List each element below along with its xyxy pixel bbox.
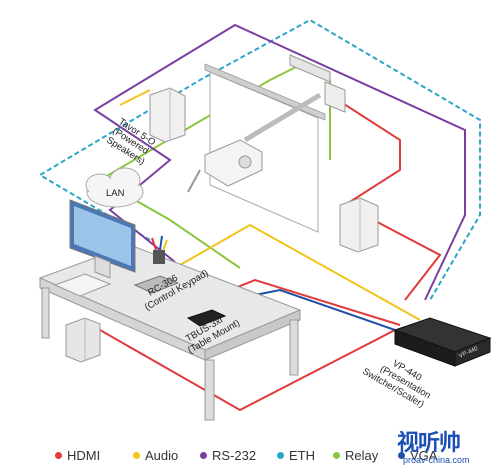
projector — [187, 54, 346, 193]
cable-legend: HDMI Audio RS-232 ETH Relay VGA — [0, 446, 500, 468]
legend-item-rs232: RS-232 — [200, 448, 256, 463]
tbus-table-mount — [186, 309, 227, 327]
legend-item-audio: Audio — [133, 448, 178, 463]
audio-cable-2 — [119, 89, 151, 106]
legend-label: VGA — [410, 448, 438, 463]
rs232-dot-icon — [200, 452, 207, 460]
pen-cup — [151, 235, 168, 264]
watermark-logo: 视听帅 — [397, 430, 461, 455]
legend-label: RS-232 — [212, 448, 257, 463]
speaker-left — [149, 87, 186, 143]
speaker-right — [339, 197, 379, 253]
eth-dot-icon — [277, 452, 284, 460]
relay-dot-icon — [333, 452, 340, 460]
watermark: 视听帅 proav-china.com — [397, 425, 497, 473]
legend-label: ETH — [289, 448, 315, 463]
legend-item-vga: VGA — [398, 448, 437, 463]
eth-cable — [38, 18, 481, 301]
audio-cable — [179, 223, 421, 321]
hdmi-cable — [329, 94, 442, 301]
label-vp440: VP-440 (Presentation Switcher/Scaler) — [360, 358, 432, 410]
keyboard — [53, 273, 112, 297]
legend-item-hdmi: HDMI — [55, 448, 100, 463]
rc306-keypad — [133, 275, 180, 294]
label-lan: LAN — [106, 188, 125, 199]
hdmi-cable-2 — [99, 329, 396, 412]
monitor — [69, 199, 136, 279]
vp440-switcher — [393, 317, 492, 367]
hdmi-dot-icon — [55, 452, 62, 460]
audio-dot-icon — [133, 452, 140, 460]
legend-item-relay: Relay — [333, 448, 378, 463]
pc-tower — [65, 317, 101, 363]
legend-label: Relay — [345, 448, 379, 463]
vga-dot-icon — [398, 452, 405, 460]
legend-label: HDMI — [67, 448, 101, 463]
legend-item-eth: ETH — [277, 448, 315, 463]
legend-label: Audio — [145, 448, 179, 463]
lan-cloud-icon — [85, 167, 144, 208]
watermark-url: proav-china.com — [403, 455, 470, 465]
